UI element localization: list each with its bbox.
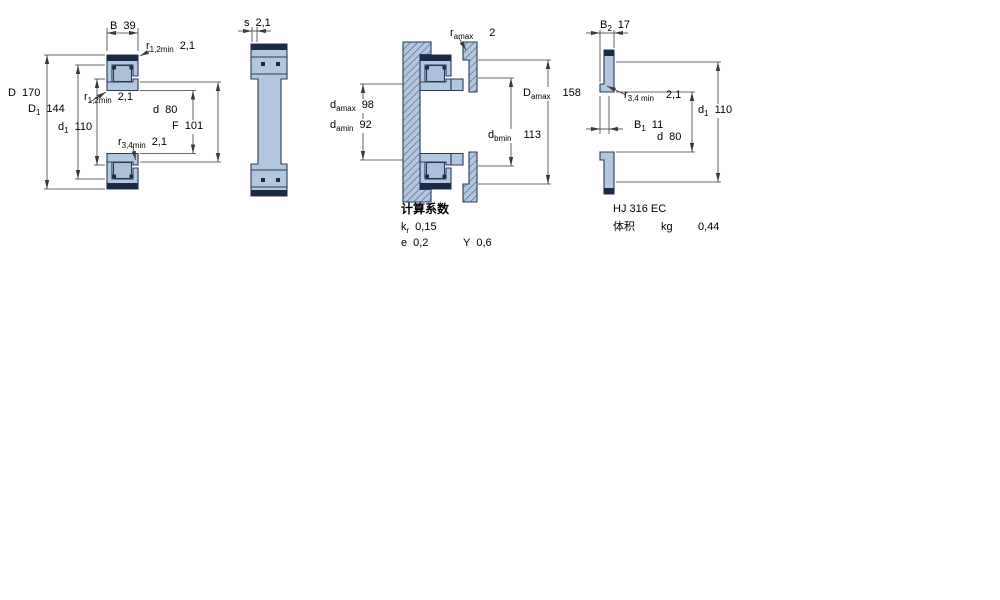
roller-top: [112, 64, 133, 83]
cage-section: [261, 178, 265, 182]
leader-r12-top: [139, 50, 151, 57]
bearing-cross-section: [106, 54, 139, 190]
hj-section-bottom: [599, 151, 615, 195]
leader-ra-max: [458, 37, 467, 51]
leader-r34: [131, 146, 136, 161]
mass-unit: kg: [661, 221, 673, 233]
inner-ring-bottom: [106, 152, 139, 166]
inner-ring-top: [106, 78, 139, 92]
cage-section: [129, 66, 133, 70]
mass-value: 0,44: [698, 221, 720, 233]
hj-section-top: [599, 49, 615, 93]
mass-label: 体积: [613, 221, 635, 233]
ring-edge-shading: [604, 188, 614, 194]
shoulder-top: [462, 41, 478, 93]
hj-ring-drawing: [599, 49, 615, 195]
dimension-lines-s: [238, 27, 271, 42]
cage-section: [129, 174, 133, 178]
mounting-drawing: [402, 41, 478, 203]
leader-r34-min: [606, 85, 627, 96]
section-body: [250, 43, 288, 197]
shoulder-bottom: [462, 151, 478, 203]
ring-edge-shading: [107, 183, 138, 189]
cage-section: [261, 62, 265, 66]
hj-ring-bottom: [450, 152, 464, 166]
dimension-lines-right: [586, 30, 721, 183]
cage-section: [276, 62, 280, 66]
cage-section: [112, 66, 116, 70]
calc-title: 计算系数: [401, 202, 450, 216]
cage-section: [112, 174, 116, 178]
leader-r12-inner: [89, 91, 107, 103]
ring-edge-shading: [251, 44, 287, 50]
bearing-axial-section: [250, 43, 288, 197]
cage-section: [276, 178, 280, 182]
product-designation: HJ 316 EC: [613, 203, 667, 215]
ring-edge-shading: [107, 55, 138, 61]
bearing-cross-section: [419, 54, 452, 190]
hj-ring-top: [450, 78, 464, 92]
ring-edge-shading: [604, 50, 614, 56]
roller-bottom: [112, 161, 133, 180]
ring-edge-shading: [251, 190, 287, 196]
